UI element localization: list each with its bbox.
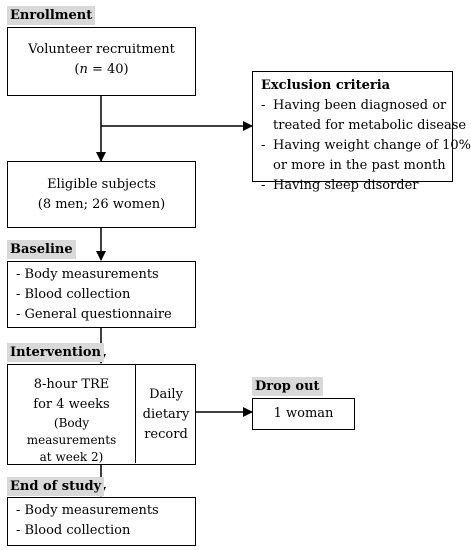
eligible-count: (8 men; 26 women) (37, 197, 166, 212)
record-text: Daily (149, 387, 183, 402)
end-box: - Body measurements - Blood collection (7, 497, 196, 546)
tre-text: 8-hour TRE (33, 377, 110, 392)
recruitment-text: Volunteer recruitment (28, 42, 175, 57)
recruitment-n: (n = 40) (74, 62, 129, 77)
tre-cell: 8-hour TRE for 4 weeks (Body measurement… (8, 365, 136, 464)
dropout-value: 1 woman (273, 406, 334, 421)
tre-text: (Body measurements (26, 416, 117, 447)
intervention-label: Intervention (7, 343, 104, 362)
tre-text: at week 2) (39, 450, 104, 464)
baseline-item: - General questionnaire (16, 307, 172, 322)
baseline-label: Baseline (7, 240, 76, 259)
end-item: - Blood collection (16, 523, 131, 538)
exclusion-item: or more in the past month (273, 158, 446, 173)
eligible-title: Eligible subjects (47, 177, 156, 192)
exclusion-title: Exclusion criteria (261, 78, 391, 93)
exclusion-item: - Having been diagnosed or (261, 98, 447, 113)
exclusion-item: treated for metabolic disease (273, 118, 467, 133)
enrollment-label: Enrollment (7, 6, 96, 25)
dropout-label: Drop out (252, 377, 323, 396)
exclusion-item: - Having sleep disorder (261, 178, 419, 193)
exclusion-box: Exclusion criteria - Having been diagnos… (252, 71, 471, 193)
tre-text: for 4 weeks (33, 397, 110, 412)
intervention-box: 8-hour TRE for 4 weeks (Body measurement… (7, 364, 196, 465)
dietary-record-cell: Daily dietary record (137, 365, 195, 463)
baseline-item: - Body measurements (16, 267, 159, 282)
baseline-item: - Blood collection (16, 287, 131, 302)
record-text: record (144, 427, 188, 442)
baseline-box: - Body measurements - Blood collection -… (7, 261, 196, 328)
eligible-box: Eligible subjects (8 men; 26 women) (7, 161, 196, 228)
record-text: dietary (142, 407, 190, 422)
end-item: - Body measurements (16, 503, 159, 518)
end-label: End of study (7, 477, 105, 496)
exclusion-item: - Having weight change of 10% (261, 138, 471, 153)
dropout-box: 1 woman (252, 398, 355, 430)
recruitment-box: Volunteer recruitment (n = 40) (7, 27, 196, 96)
